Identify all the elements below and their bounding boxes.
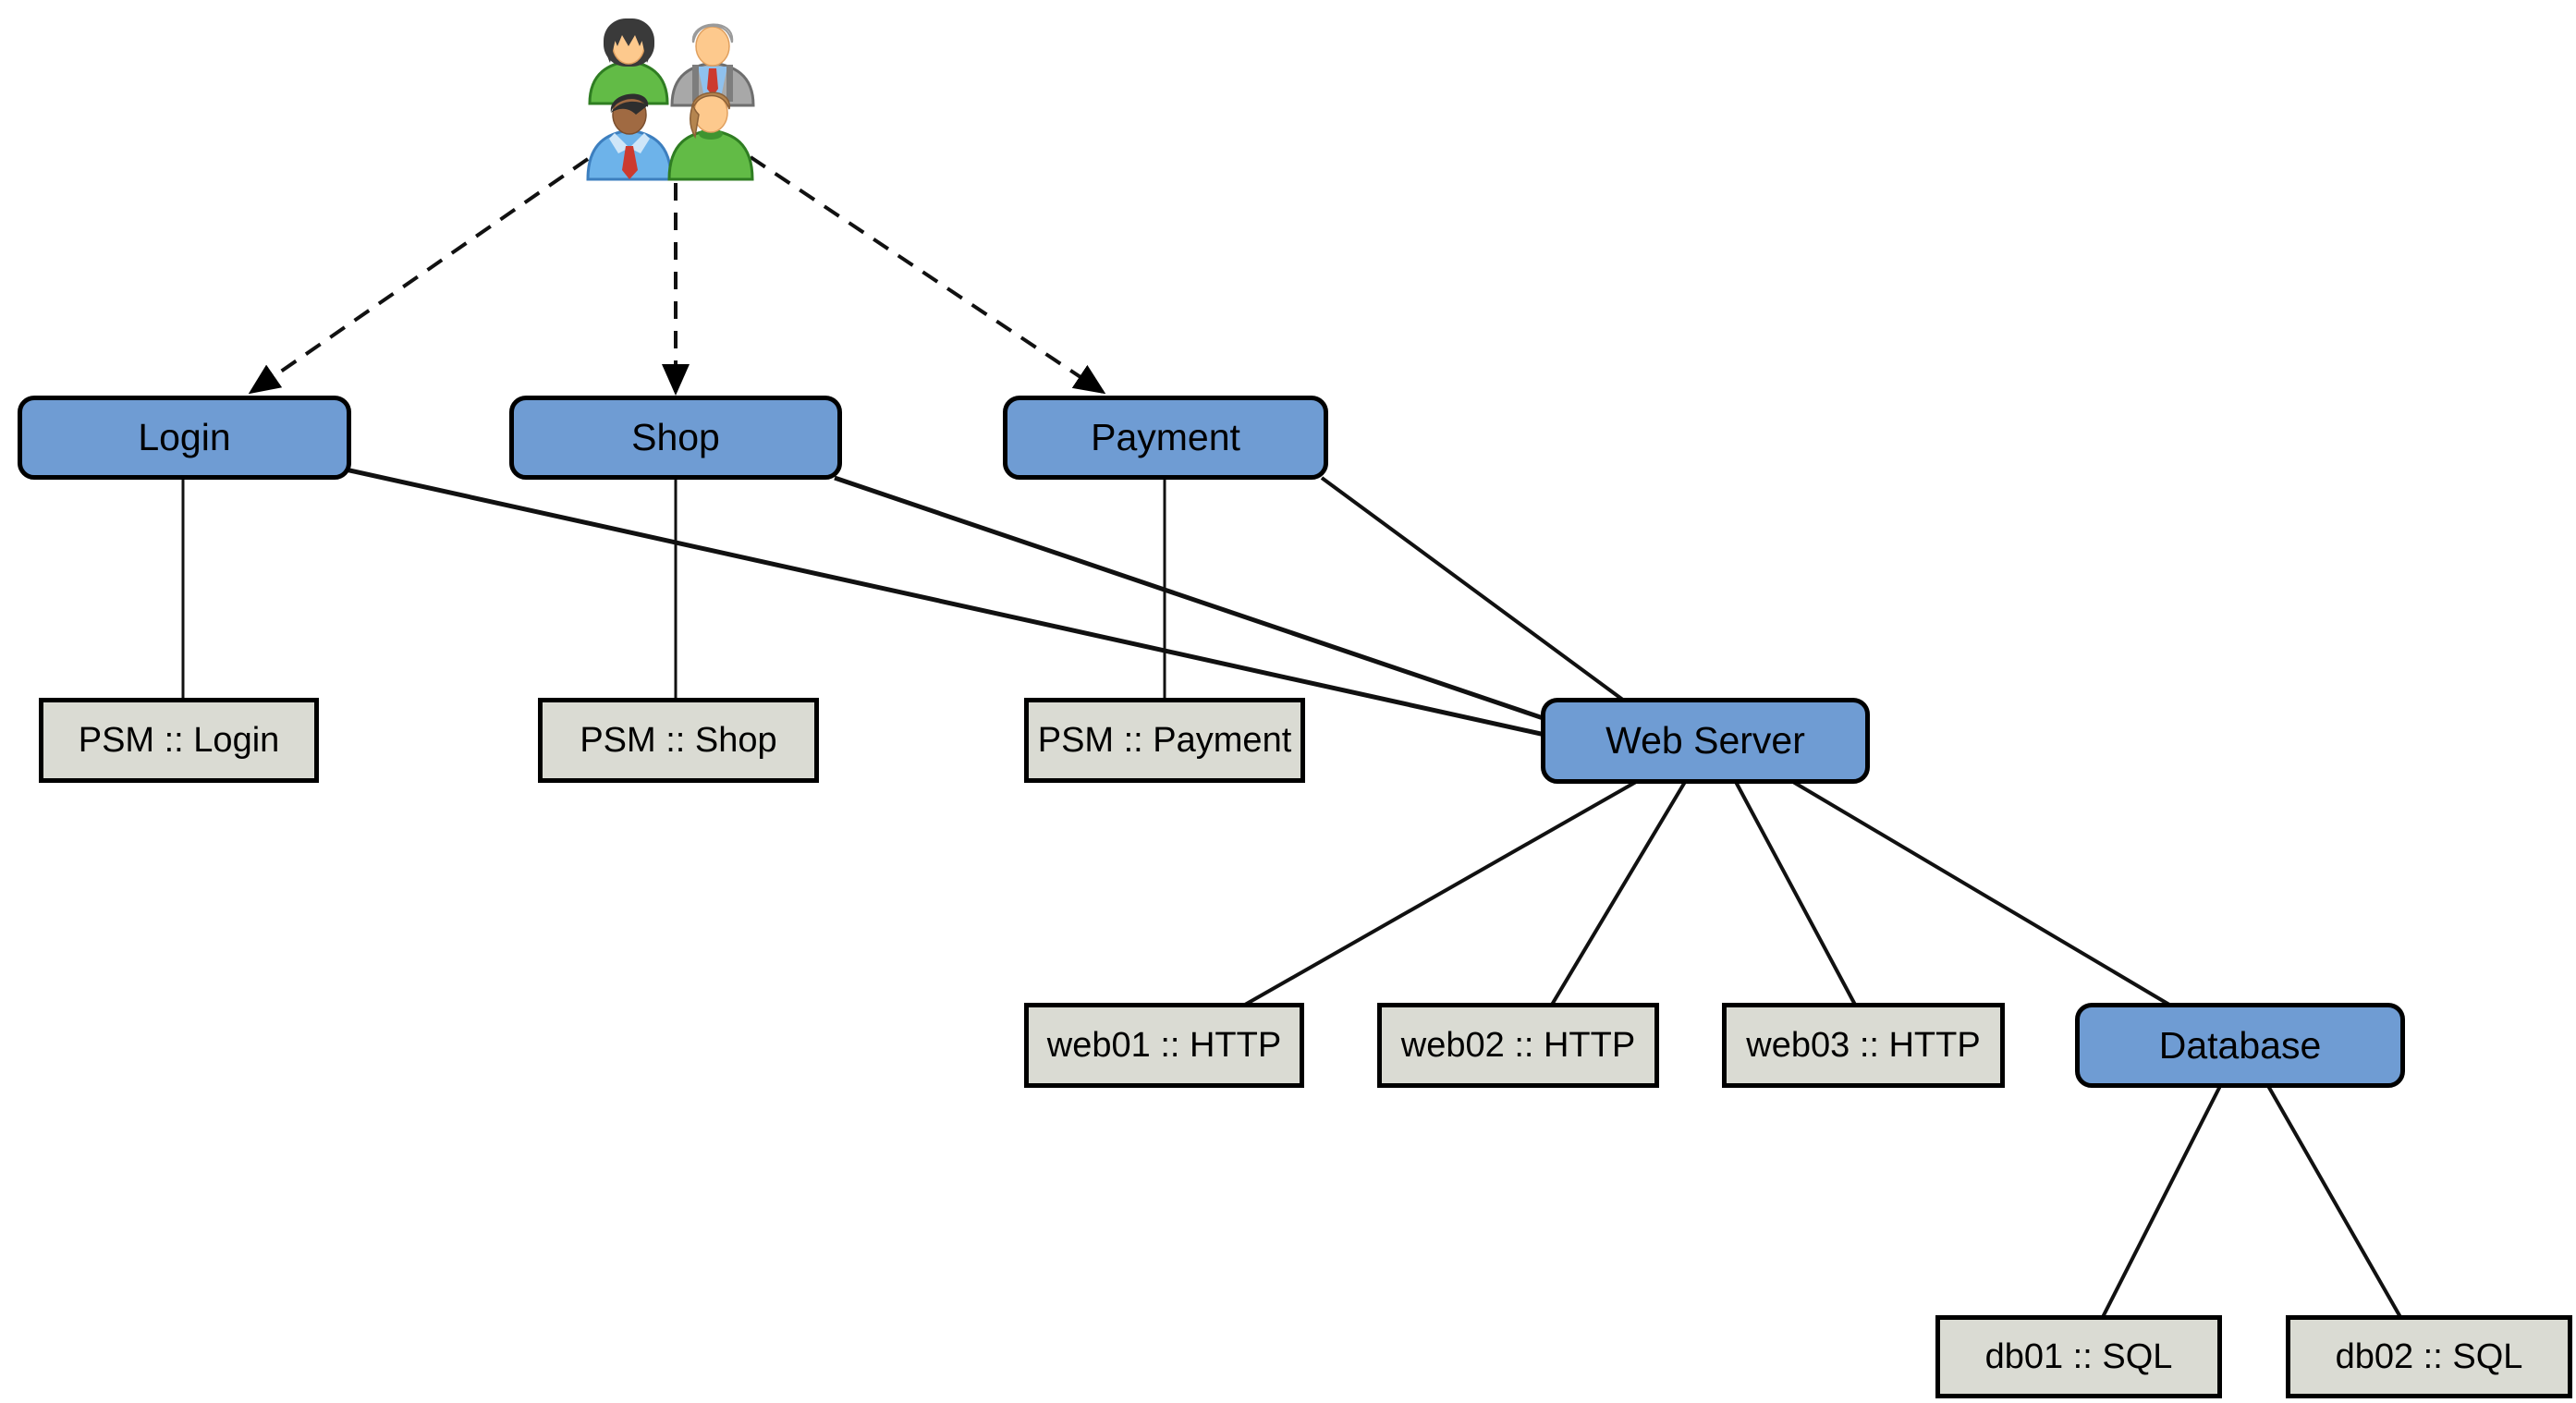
node-label-payment: Payment <box>1091 416 1240 458</box>
edge-web-server-web02 <box>1550 780 1687 1006</box>
node-web01[interactable]: web01 :: HTTP <box>1024 1003 1304 1088</box>
edge-database-db01 <box>2101 1085 2222 1318</box>
node-shop[interactable]: Shop <box>509 396 842 480</box>
person-green-shirt-icon <box>667 92 754 181</box>
edge-users-login <box>248 157 590 395</box>
node-label-shop: Shop <box>631 416 720 458</box>
node-db01[interactable]: db01 :: SQL <box>1935 1315 2222 1398</box>
edge-database-db02 <box>2266 1085 2402 1318</box>
node-database[interactable]: Database <box>2075 1003 2405 1088</box>
node-label-web03: web03 :: HTTP <box>1746 1025 1981 1065</box>
edge-web-server-web03 <box>1734 781 1857 1006</box>
edge-web-server-database <box>1791 780 2171 1006</box>
users-group-icon <box>586 18 755 181</box>
node-label-psm-shop: PSM :: Shop <box>580 720 777 760</box>
person-woman-icon <box>588 18 669 105</box>
node-label-web-server: Web Server <box>1605 719 1805 762</box>
node-psm-payment[interactable]: PSM :: Payment <box>1024 698 1305 783</box>
node-label-database: Database <box>2158 1023 2322 1067</box>
edge-users-payment <box>749 155 1106 395</box>
node-label-web01: web01 :: HTTP <box>1046 1025 1282 1065</box>
node-psm-shop[interactable]: PSM :: Shop <box>538 698 819 783</box>
node-web03[interactable]: web03 :: HTTP <box>1722 1003 2005 1088</box>
node-label-db01: db01 :: SQL <box>1984 1336 2173 1376</box>
edge-web-server-web01 <box>1244 780 1637 1006</box>
edge-payment-web-server <box>1320 476 1626 702</box>
node-label-web02: web02 :: HTTP <box>1400 1025 1636 1065</box>
node-label-login: Login <box>138 416 231 458</box>
node-web02[interactable]: web02 :: HTTP <box>1377 1003 1659 1088</box>
person-older-man-icon <box>670 23 755 107</box>
node-login[interactable]: Login <box>18 396 351 480</box>
edge-login-web-server <box>345 467 1567 742</box>
node-label-psm-login: PSM :: Login <box>78 720 280 760</box>
node-payment[interactable]: Payment <box>1003 396 1328 480</box>
node-web-server[interactable]: Web Server <box>1541 698 1870 784</box>
person-man-icon <box>586 93 673 181</box>
node-label-psm-payment: PSM :: Payment <box>1037 720 1292 760</box>
node-label-db02: db02 :: SQL <box>2335 1336 2523 1376</box>
edge-shop-web-server <box>834 475 1571 730</box>
node-psm-login[interactable]: PSM :: Login <box>39 698 319 783</box>
node-db02[interactable]: db02 :: SQL <box>2286 1315 2572 1398</box>
